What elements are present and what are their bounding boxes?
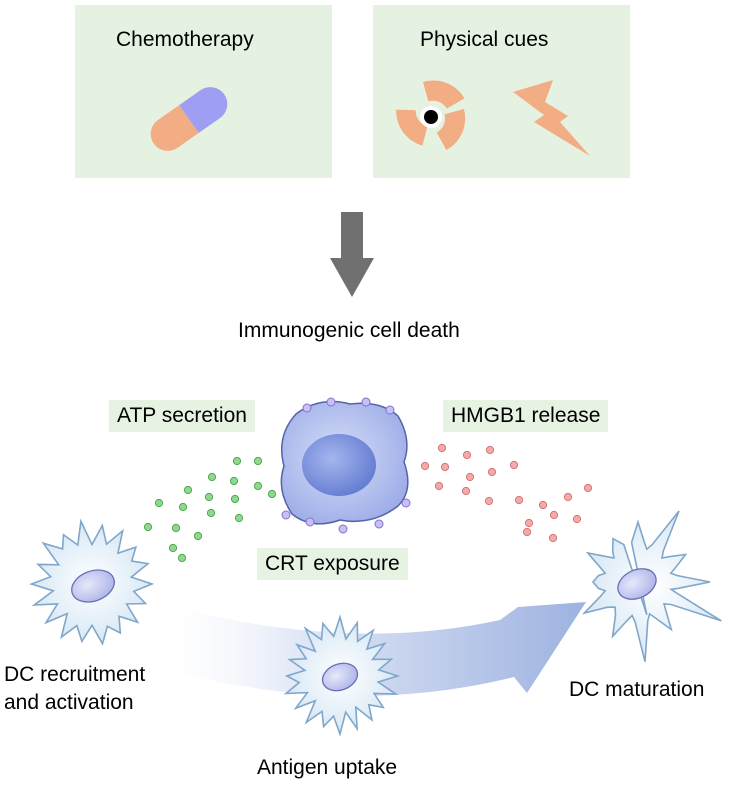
physical-cues-label: Physical cues — [420, 28, 549, 51]
antigen-uptake-label: Antigen uptake — [257, 756, 398, 779]
physical-cues-panel — [373, 5, 630, 178]
dying-tumor-cell — [280, 400, 409, 525]
capsule-icon — [150, 87, 228, 151]
dc-nucleus — [617, 568, 657, 600]
dc-maturation-label: DC maturation — [569, 678, 705, 701]
crt-markers — [281, 397, 411, 534]
dc-recruitment-label-line2: and activation — [4, 691, 134, 714]
crt-exposure-label: CRT exposure — [257, 548, 408, 580]
hmgb1-release-label: HMGB1 release — [443, 400, 609, 432]
dc-recruitment-label-line1: DC recruitment — [4, 663, 146, 686]
lightning-bolt-icon — [513, 80, 590, 156]
radiation-icon — [396, 80, 466, 150]
dc-nucleus — [321, 662, 359, 692]
immunogenic-cell-death-label: Immunogenic cell death — [238, 319, 460, 342]
atp-secretion-label: ATP secretion — [109, 400, 255, 432]
dc-nucleus — [71, 569, 115, 603]
chemotherapy-label: Chemotherapy — [116, 28, 254, 51]
down-arrow-icon — [330, 212, 374, 297]
signal-particles — [143, 443, 593, 563]
